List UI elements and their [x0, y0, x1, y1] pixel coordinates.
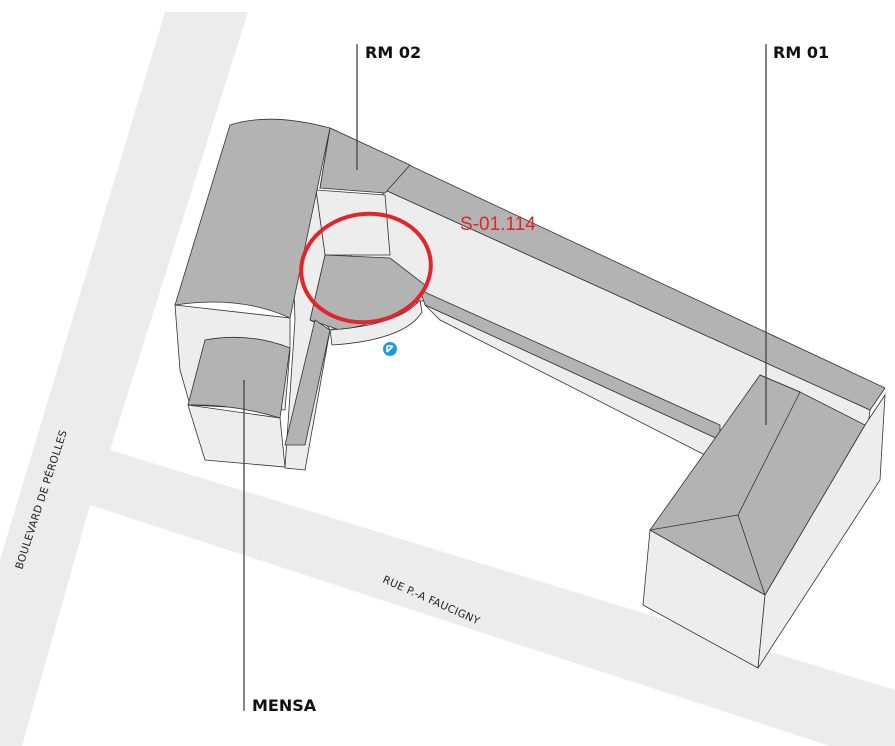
room-label: S-01.114: [460, 214, 536, 235]
connector-roof: [284, 319, 331, 446]
rm02-roof: [319, 127, 411, 194]
mensa-wall: [187, 404, 286, 468]
rotunda-base: [329, 299, 423, 346]
rm01-roof-hip: [737, 514, 766, 596]
label-rm02: RM 02: [365, 43, 421, 62]
rm01-roof: [649, 374, 866, 596]
rm01-roof-ridge: [649, 374, 801, 531]
rotunda-wall: [315, 189, 391, 256]
highlight-circle-marker: [299, 211, 433, 325]
road-rue-faucigny: [90, 450, 895, 746]
arrow-up-left-circle-icon[interactable]: [383, 342, 397, 356]
road-boulevard-de-perolles: [0, 12, 248, 746]
label-mensa: MENSA: [252, 696, 317, 715]
label-rm01: RM 01: [773, 43, 829, 62]
